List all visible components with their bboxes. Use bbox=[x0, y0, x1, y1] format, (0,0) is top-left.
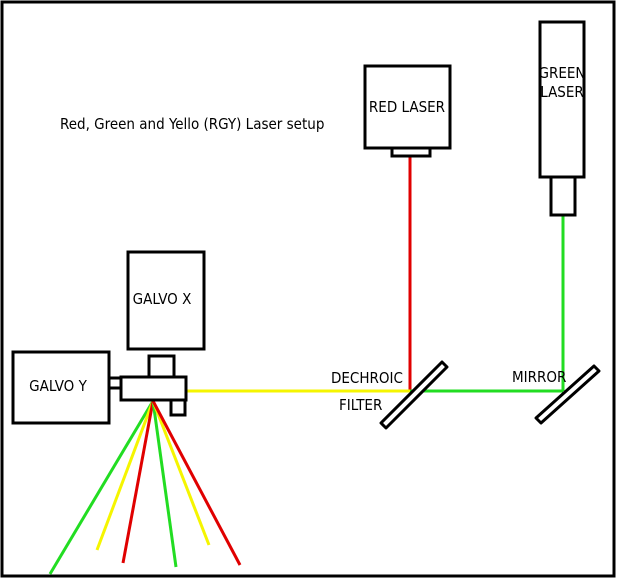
diagram-title: Red, Green and Yello (RGY) Laser setup bbox=[60, 115, 324, 133]
green-laser-label-line2: LASER bbox=[540, 83, 584, 101]
dichroic-label-line2: FILTER bbox=[339, 396, 382, 414]
mirror-label: MIRROR bbox=[512, 368, 566, 386]
galvo-y: GALVO Y bbox=[11, 350, 111, 425]
red-laser: RED LASER bbox=[363, 64, 452, 158]
output-beam-green-2 bbox=[151, 400, 178, 568]
green-laser: GREEN LASER bbox=[538, 20, 586, 217]
output-beam-green-1 bbox=[48, 400, 155, 575]
galvo-x: GALVO X bbox=[126, 250, 206, 379]
dichroic-filter: DECHROIC FILTER bbox=[331, 360, 449, 430]
dichroic-label-line1: DECHROIC bbox=[331, 369, 403, 387]
output-beam-red-2 bbox=[151, 400, 242, 566]
mirror: MIRROR bbox=[512, 364, 601, 425]
galvo-y-label: GALVO Y bbox=[29, 377, 87, 395]
green-laser-label-line1: GREEN bbox=[539, 64, 586, 82]
output-beam-yellow-2 bbox=[151, 400, 211, 546]
galvo-x-label: GALVO X bbox=[133, 290, 192, 308]
output-beams bbox=[48, 400, 242, 575]
output-beam-yellow-1 bbox=[95, 400, 155, 551]
output-beam-red-1 bbox=[121, 400, 155, 564]
red-laser-label: RED LASER bbox=[369, 98, 445, 116]
